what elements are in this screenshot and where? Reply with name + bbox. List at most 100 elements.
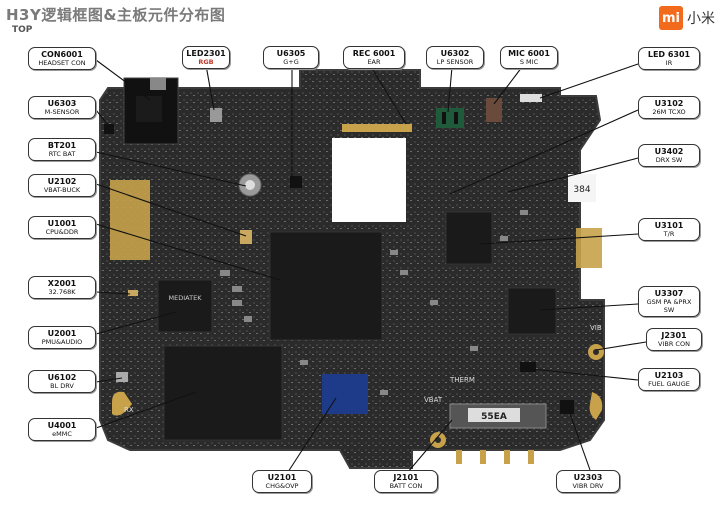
rf-tag-bg <box>568 174 596 202</box>
label-desc: GSM PA &PRX SW <box>646 298 692 314</box>
label-u2101: U2101 CHG&OVP <box>252 470 312 493</box>
label-u4001: U4001 eMMC <box>28 418 96 441</box>
therm-silk: THERM <box>449 376 475 384</box>
label-code: U2001 <box>47 329 77 338</box>
label-code: J2101 <box>393 473 419 482</box>
label-desc: LP SENSOR <box>436 58 474 66</box>
label-code: U4001 <box>47 421 77 430</box>
rgb-led <box>210 108 222 122</box>
label-desc: IR <box>665 59 673 67</box>
label-code: U2303 <box>573 473 603 482</box>
rf-tag: 384 <box>573 185 590 195</box>
label-u3307: U3307 GSM PA &PRX SW <box>638 286 700 317</box>
gold-ring-hole <box>435 437 441 443</box>
ir-led <box>520 94 542 102</box>
gold-ring-hole <box>593 349 599 355</box>
label-desc: DRX SW <box>655 156 683 164</box>
label-desc: CHG&OVP <box>265 482 299 490</box>
label-j2301: J2301 VIBR CON <box>646 328 702 351</box>
brand: mi 小米 <box>659 6 715 30</box>
label-desc: VBAT-BUCK <box>43 186 81 194</box>
label-code: BT201 <box>47 141 77 150</box>
vib-silk: VIB <box>590 324 602 332</box>
label-desc: PMU&AUDIO <box>41 338 83 346</box>
label-desc: RGB <box>198 58 214 66</box>
label-code: U2103 <box>654 371 684 380</box>
label-desc: HEADSET CON <box>38 59 86 67</box>
label-led6301: LED 6301 IR <box>638 47 700 70</box>
battery-marking: 55EA <box>481 412 507 422</box>
mic <box>486 98 502 122</box>
lp-sensor <box>436 108 464 128</box>
label-desc: 32.768K <box>48 288 76 296</box>
smd-components <box>104 124 574 414</box>
vbat-silk: VBAT <box>424 396 443 404</box>
label-u6303: U6303 M-SENSOR <box>28 96 96 119</box>
gold-pad <box>110 180 150 260</box>
gold-corner <box>112 391 132 416</box>
label-led2301: LED2301 RGB <box>182 46 230 69</box>
page-title: H3Y逻辑框图&主板元件分布图 <box>6 6 226 24</box>
label-con6001: CON6001 HEADSET CON <box>28 47 96 70</box>
label-desc: RTC BAT <box>48 150 76 158</box>
board-cutout <box>332 138 406 222</box>
label-desc: FUEL GAUGE <box>648 380 690 388</box>
label-j2101: J2101 BATT CON <box>374 470 438 493</box>
label-code: LED 6301 <box>647 50 691 59</box>
label-desc: BL DRV <box>50 382 74 390</box>
mi-logo-icon: mi <box>659 6 683 30</box>
label-desc: T/R <box>663 230 675 238</box>
label-code: U6303 <box>47 99 77 108</box>
label-code: X2001 <box>47 279 77 288</box>
label-u2102: U2102 VBAT-BUCK <box>28 174 96 197</box>
label-code: U6102 <box>47 373 77 382</box>
gold-pad <box>576 228 602 268</box>
cpu-chip <box>269 231 383 341</box>
label-code: U6302 <box>440 49 470 58</box>
emmc-chip <box>163 345 283 441</box>
label-code: J2301 <box>661 331 687 340</box>
label-rec6001: REC 6001 EAR <box>343 46 405 69</box>
rx-silk: RX <box>124 406 134 414</box>
leader-lines <box>95 59 647 473</box>
label-u2103: U2103 FUEL GAUGE <box>638 368 700 391</box>
label-desc: VIBR DRV <box>572 482 604 490</box>
label-code: U3101 <box>654 221 684 230</box>
label-bt201: BT201 RTC BAT <box>28 138 96 161</box>
gold-corner <box>589 392 603 420</box>
label-mic6001: MIC 6001 S MIC <box>500 46 558 69</box>
label-u6102: U6102 BL DRV <box>28 370 96 393</box>
label-code: U1001 <box>47 219 77 228</box>
gsm-pa-chip <box>507 287 557 335</box>
label-desc: eMMC <box>52 430 72 438</box>
label-desc: VIBR CON <box>658 340 690 348</box>
label-u3402: U3402 DRX SW <box>638 144 700 167</box>
label-code: U3402 <box>654 147 684 156</box>
pmu-chip <box>157 279 213 333</box>
label-u1001: U1001 CPU&DDR <box>28 216 96 239</box>
label-u6305: U6305 G+G <box>263 46 319 69</box>
gold-strip <box>342 124 412 132</box>
label-code: U6305 <box>276 49 306 58</box>
label-code: U3102 <box>654 99 684 108</box>
label-code: U2102 <box>47 177 77 186</box>
label-desc: G+G <box>283 58 299 66</box>
label-desc: EAR <box>367 58 381 66</box>
label-code: CON6001 <box>41 50 83 59</box>
brand-text: 小米 <box>687 11 715 27</box>
pmu-marking: MEDIATEK <box>169 294 203 302</box>
label-u3102: U3102 26M TCXO <box>638 96 700 119</box>
label-u6302: U6302 LP SENSOR <box>426 46 484 69</box>
label-code: LED2301 <box>186 49 226 58</box>
label-u3101: U3101 T/R <box>638 218 700 241</box>
label-code: MIC 6001 <box>508 49 550 58</box>
label-x2001: X2001 32.768K <box>28 276 96 299</box>
tr-chip <box>445 211 493 265</box>
page-subtitle: TOP <box>12 25 33 35</box>
label-desc: BATT CON <box>389 482 423 490</box>
label-u2001: U2001 PMU&AUDIO <box>28 326 96 349</box>
label-desc: 26M TCXO <box>652 108 686 116</box>
label-u2303: U2303 VIBR DRV <box>556 470 620 493</box>
label-code: U2101 <box>267 473 297 482</box>
